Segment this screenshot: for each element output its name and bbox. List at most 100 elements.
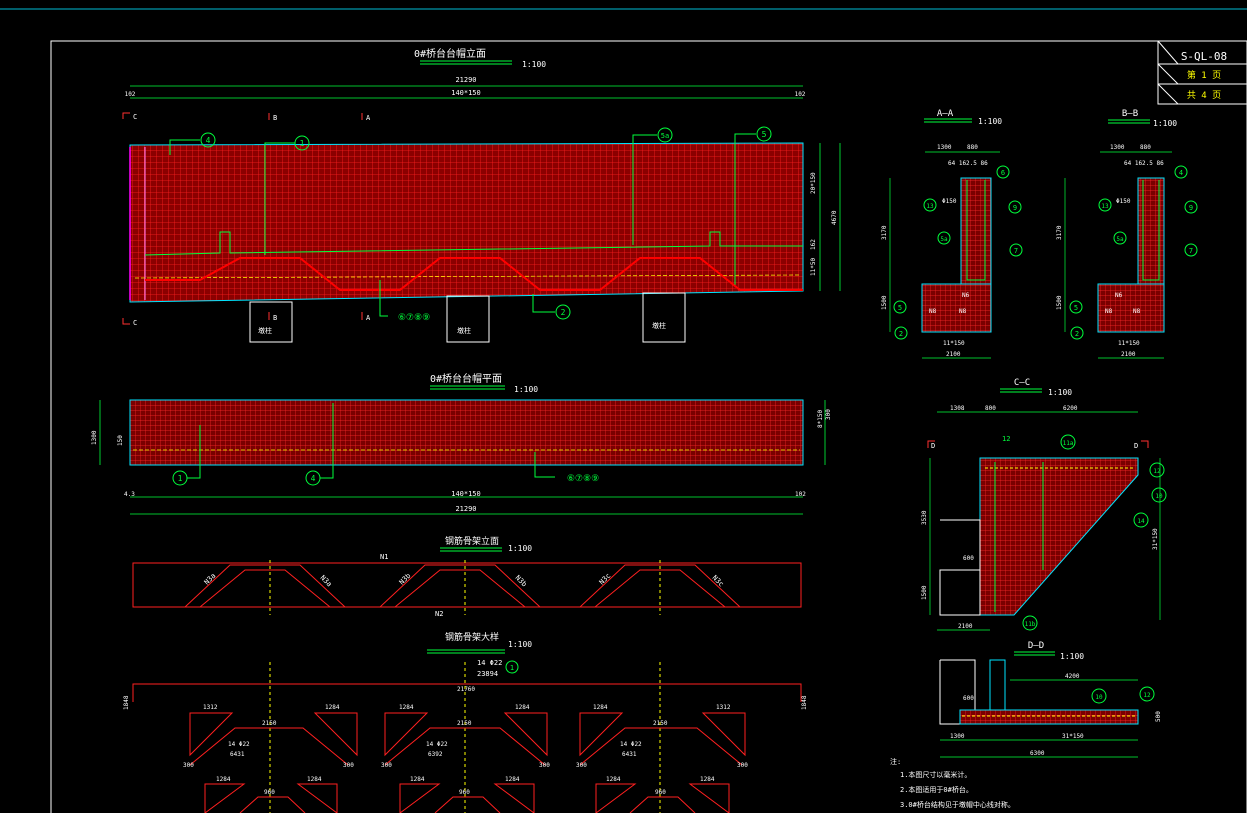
rebar-label-n3b-left: N3b [398,572,413,587]
balloon-bb-5a[interactable]: 5a [1113,231,1127,245]
svg-text:7: 7 [1014,247,1018,255]
svg-text:1284: 1284 [606,776,621,783]
svg-text:1284: 1284 [593,704,608,711]
section-b-b[interactable]: B—B 1:100 1300 880 64 162.5 86 N8 N8 N6 … [1056,109,1198,359]
svg-text:6392: 6392 [428,751,443,758]
svg-text:1284: 1284 [700,776,715,783]
rebar-skeleton-detail[interactable]: 钢筋骨架大样 1:100 21760 1848 1848 14 Φ22 2389… [123,631,808,813]
svg-text:800: 800 [985,405,996,412]
balloon-4-plan[interactable]: 4 [305,460,334,486]
plan-view[interactable]: 0#桥台台帽平面 1:100 140*150 21290 4.3 102 130… [91,372,832,515]
svg-text:9: 9 [1189,204,1193,212]
elevation-title: 0#桥台台帽立面 [414,47,486,60]
balloon-3b-detail[interactable]: 14 Φ22 6392 [426,741,448,758]
svg-text:6431: 6431 [230,751,245,758]
balloon-5a-elevation[interactable]: 5a [632,127,673,150]
balloon-aa-5[interactable]: 5 [893,300,907,314]
balloon-aa-6[interactable]: 6 [996,165,1010,179]
svg-text:960: 960 [655,789,666,796]
plan-left-dim-a: 150 [117,435,124,446]
balloon-dd-12[interactable]: 12 [1139,686,1155,702]
svg-text:300: 300 [343,762,354,769]
dd-section-slab [959,709,1139,725]
svg-text:1284: 1284 [216,776,231,783]
svg-text:300: 300 [381,762,392,769]
svg-text:10: 10 [1095,694,1103,701]
svg-text:N8: N8 [959,308,967,315]
section-a-a[interactable]: A—A 1:100 1300 880 64 162.5 86 N8 N8 N6 … [881,109,1023,359]
section-c-c[interactable]: C—C 1:100 1308 800 6200 D D 600 3530 150… [921,378,1167,631]
balloon-1-plan[interactable]: 1 [172,460,201,486]
notes-block: 注: 1.本图尺寸以毫米计。 2.本图适用于0#桥台。 3.0#桥台结构见于墩帽… [890,757,1015,809]
balloon-cc-10[interactable]: 10 [1151,487,1167,503]
balloon-aa-2[interactable]: 2 [894,326,908,340]
svg-text:3170: 3170 [1056,225,1063,240]
svg-text:3530: 3530 [921,510,928,525]
svg-text:11*150: 11*150 [943,340,965,347]
balloon-1-elevation[interactable]: 1 [264,135,310,151]
balloon-3c-detail[interactable]: 14 Φ22 6431 [620,741,642,758]
svg-text:1308: 1308 [950,405,965,412]
balloon-bb-13[interactable]: 13 [1098,198,1112,212]
pier-column-1: 墩柱 [249,301,293,343]
balloon-6789-elevation[interactable]: ⑥⑦⑧⑨ [379,280,430,323]
balloon-cc-12[interactable]: 12 [1149,462,1165,478]
section-d-d[interactable]: D—D 1:100 4200 600 1300 31*150 6300 500 … [939,641,1162,758]
rebar-skeleton-elevation[interactable]: 钢筋骨架立面 1:100 N1 N2 N3a N3a N3b N3b N3c N… [132,535,802,618]
svg-text:1284: 1284 [399,704,414,711]
section-mark-c-top: C [133,113,137,121]
section-mark-b-top: B [273,114,277,122]
balloon-aa-7[interactable]: 7 [1009,243,1023,257]
svg-text:1848: 1848 [123,695,130,710]
balloon-cc-11b[interactable]: 11b [1022,615,1038,631]
balloon-aa-9[interactable]: 9 [1008,200,1022,214]
balloon-6789-plan[interactable]: ⑥⑦⑧⑨ [534,452,599,484]
elevation-end-dim-right: 102 [795,91,806,98]
svg-text:4: 4 [1179,169,1183,177]
plan-left-dim: 1300 [91,430,98,445]
svg-text:600: 600 [963,555,974,562]
elevation-view[interactable]: 0#桥台台帽立面 1:100 21290 140*150 102 102 C C… [122,47,841,343]
rebar-elev-title: 钢筋骨架立面 [445,535,499,547]
section-bb-scale: 1:100 [1153,119,1177,128]
svg-text:4: 4 [206,136,211,145]
balloon-4-elevation[interactable]: 4 [169,132,216,155]
svg-text:6431: 6431 [622,751,637,758]
svg-text:31*150: 31*150 [1152,528,1159,550]
svg-text:1284: 1284 [505,776,520,783]
section-mark-a-top: A [366,114,371,122]
elevation-right-total: 4670 [831,210,838,225]
balloon-5-elevation[interactable]: 5 [734,126,772,145]
section-aa-title: A—A [937,109,954,119]
balloon-bb-4[interactable]: 4 [1174,165,1188,179]
svg-text:6: 6 [1001,169,1005,177]
rebar-label-n2: N2 [435,610,443,618]
balloon-cc-12a[interactable]: 12 [1002,435,1010,443]
svg-text:2100: 2100 [958,623,973,630]
svg-text:11b: 11b [1025,621,1036,628]
svg-text:960: 960 [264,789,275,796]
balloon-cc-14[interactable]: 14 [1133,512,1149,528]
svg-text:N8: N8 [1133,308,1141,315]
balloon-bb-5[interactable]: 5 [1069,300,1083,314]
section-dd-scale: 1:100 [1060,652,1084,661]
rebar-elev-scale: 1:100 [508,544,532,553]
balloon-bb-7[interactable]: 7 [1184,243,1198,257]
svg-text:1284: 1284 [325,704,340,711]
balloon-1-detail[interactable]: 14 Φ22 23894 1 [477,659,519,678]
balloon-bb-2[interactable]: 2 [1070,326,1084,340]
cc-section-body [979,457,1139,616]
svg-text:1300: 1300 [1110,144,1125,151]
svg-text:⑥⑦⑧⑨: ⑥⑦⑧⑨ [567,474,599,484]
balloon-bb-9[interactable]: 9 [1184,200,1198,214]
svg-text:2150: 2150 [457,720,472,727]
svg-text:墩柱: 墩柱 [457,326,471,335]
rebar-detail-scale: 1:100 [508,640,532,649]
balloon-aa-5a[interactable]: 5a [937,231,951,245]
balloon-3a-detail[interactable]: 14 Φ22 6431 [228,741,250,758]
balloon-dd-10[interactable]: 10 [1091,688,1107,704]
balloon-aa-13[interactable]: 13 [923,198,937,212]
balloon-cc-11a[interactable]: 11a [1060,434,1076,450]
balloon-2-elevation[interactable]: 2 [532,294,571,320]
